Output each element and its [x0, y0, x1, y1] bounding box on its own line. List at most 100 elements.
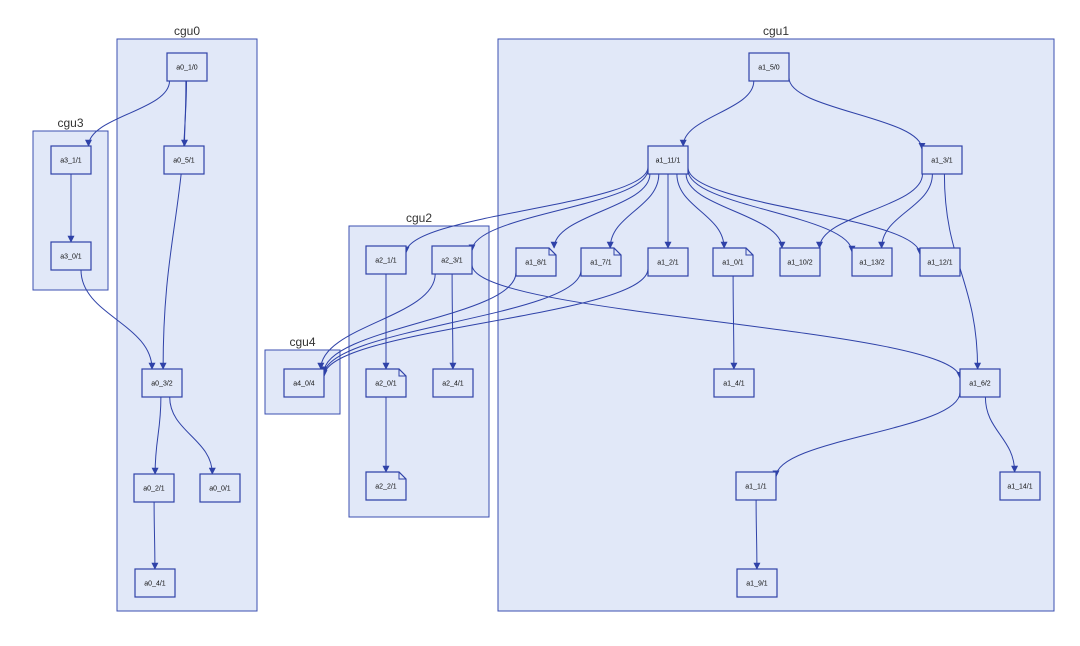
node-label: a1_6/2	[969, 381, 991, 388]
edge-a1_6-to-a1_1	[772, 392, 961, 478]
edge-a1_0-to-a1_4	[730, 275, 738, 370]
node-a0_2[interactable]: a0_2/1	[133, 473, 175, 503]
box-shape	[133, 473, 175, 503]
box-shape	[365, 245, 407, 275]
note-fold	[613, 248, 621, 256]
edge-a0_2-to-a0_4	[151, 501, 159, 570]
node-a1_6[interactable]: a1_6/2	[959, 368, 1001, 398]
node-a1_4[interactable]: a1_4/1	[713, 368, 755, 398]
edge-a1_6-to-a1_14	[984, 396, 1019, 473]
box-shape	[432, 368, 474, 398]
node-label: a4_0/4	[293, 381, 315, 388]
box-shape	[163, 145, 205, 175]
cluster-box	[116, 38, 258, 612]
node-a1_12[interactable]: a1_12/1	[919, 247, 961, 277]
node-label: a1_5/0	[758, 65, 780, 72]
node-a1_1[interactable]: a1_1/1	[735, 471, 777, 501]
box-shape	[959, 368, 1001, 398]
cluster-label: cgu3	[57, 116, 83, 130]
node-a0_4[interactable]: a0_4/1	[134, 568, 176, 598]
note-shape	[515, 247, 557, 277]
edge-a0_1-to-a0_3	[159, 80, 187, 370]
cluster-label: cgu0	[174, 24, 200, 38]
box-shape	[166, 52, 208, 82]
node-a1_9[interactable]: a1_9/1	[736, 568, 778, 598]
node-label: a1_9/1	[746, 581, 768, 588]
box-shape	[919, 247, 961, 277]
box-shape	[431, 245, 473, 275]
box-shape	[647, 247, 689, 277]
edge-a1_2-to-a4_0	[320, 268, 649, 378]
edge-a1_5-to-a1_11	[679, 80, 755, 147]
box-shape	[647, 145, 689, 175]
node-label: a1_3/1	[931, 158, 953, 165]
node-a3_1[interactable]: a3_1/1	[50, 145, 92, 175]
node-label: a1_2/1	[657, 260, 679, 267]
node-a0_1[interactable]: a0_1/0	[166, 52, 208, 82]
note-shape	[580, 247, 622, 277]
node-a1_14[interactable]: a1_14/1	[999, 471, 1041, 501]
node-a1_0[interactable]: a1_0/1	[712, 247, 754, 277]
node-a1_2[interactable]: a1_2/1	[647, 247, 689, 277]
box-shape	[735, 471, 777, 501]
node-label: a1_10/2	[787, 260, 812, 267]
edge-a1_11-to-a1_10	[685, 173, 786, 249]
note-shape	[365, 471, 407, 501]
box-shape	[921, 145, 963, 175]
node-a2_3[interactable]: a2_3/1	[431, 245, 473, 275]
node-a1_10[interactable]: a1_10/2	[779, 247, 821, 277]
note-shape	[365, 368, 407, 398]
node-a1_8[interactable]: a1_8/1	[515, 247, 557, 277]
edge-a1_3-to-a1_6	[943, 173, 982, 370]
node-label: a2_4/1	[442, 381, 464, 388]
box-shape	[779, 247, 821, 277]
note-shape	[712, 247, 754, 277]
node-label: a0_0/1	[209, 486, 231, 493]
node-label: a0_3/2	[151, 381, 173, 388]
note-fold	[398, 472, 406, 480]
box-shape	[851, 247, 893, 277]
edge-a1_7-to-a4_0	[320, 270, 582, 376]
node-label: a0_1/0	[176, 65, 198, 72]
edge-a1_1-to-a1_9	[753, 499, 761, 570]
cluster-label: cgu2	[406, 211, 432, 225]
note-fold	[548, 248, 556, 256]
node-label: a0_4/1	[144, 581, 166, 588]
node-label: a1_1/1	[745, 484, 767, 491]
edge-a3_0-to-a0_3	[80, 269, 156, 370]
node-a3_0[interactable]: a3_0/1	[50, 241, 92, 271]
node-label: a3_1/1	[60, 158, 82, 165]
node-a1_7[interactable]: a1_7/1	[580, 247, 622, 277]
edge-a1_11-to-a1_13	[687, 169, 856, 253]
node-a2_4[interactable]: a2_4/1	[432, 368, 474, 398]
edge-a1_11-to-a2_3	[468, 169, 649, 252]
node-label: a1_13/2	[859, 260, 884, 267]
node-label: a1_0/1	[722, 260, 744, 267]
node-label: a1_4/1	[723, 381, 745, 388]
box-shape	[713, 368, 755, 398]
node-a1_11[interactable]: a1_11/1	[647, 145, 689, 175]
node-a0_3[interactable]: a0_3/2	[141, 368, 183, 398]
node-label: a2_0/1	[375, 381, 397, 388]
node-a0_0[interactable]: a0_0/1	[199, 473, 241, 503]
box-shape	[736, 568, 778, 598]
node-label: a2_3/1	[441, 258, 463, 265]
node-a0_5[interactable]: a0_5/1	[163, 145, 205, 175]
node-a1_5[interactable]: a1_5/0	[748, 52, 790, 82]
node-a4_0[interactable]: a4_0/4	[283, 368, 325, 398]
edge-a1_3-to-a1_13	[878, 173, 933, 249]
box-shape	[199, 473, 241, 503]
box-shape	[748, 52, 790, 82]
cluster-label: cgu4	[289, 335, 315, 349]
note-fold	[398, 369, 406, 377]
node-a1_13[interactable]: a1_13/2	[851, 247, 893, 277]
cluster-cgu0: cgu0	[116, 24, 258, 612]
node-label: a1_12/1	[927, 260, 952, 267]
node-a1_3[interactable]: a1_3/1	[921, 145, 963, 175]
node-a2_1[interactable]: a2_1/1	[365, 245, 407, 275]
node-a2_2[interactable]: a2_2/1	[365, 471, 407, 501]
cluster-cgu1: cgu1	[497, 24, 1055, 612]
node-a2_0[interactable]: a2_0/1	[365, 368, 407, 398]
edge-a2_3-to-a2_4	[449, 273, 457, 370]
